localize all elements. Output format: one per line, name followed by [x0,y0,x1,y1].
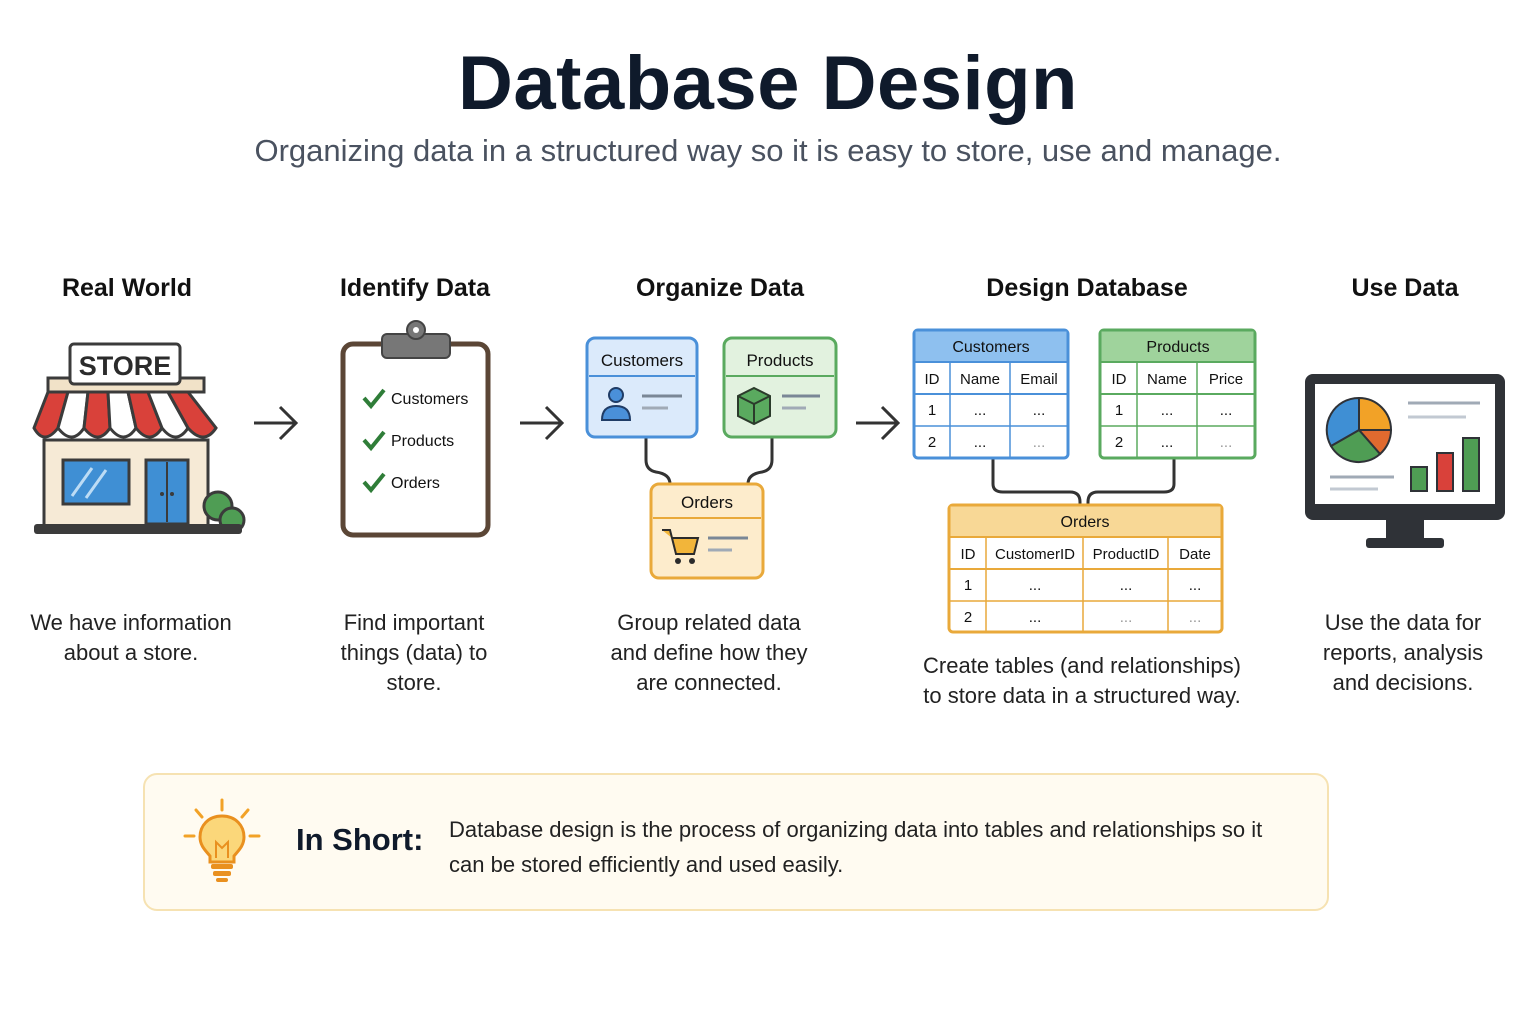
step-title-use-data: Use Data [1351,274,1459,302]
orders-table: Orders ID CustomerID ProductID Date 1 ..… [947,503,1224,634]
svg-text:...: ... [1120,577,1133,594]
svg-text:Orders: Orders [1061,514,1110,531]
customers-card-title: Customers [601,351,683,370]
svg-text:Date: Date [1179,546,1211,563]
svg-text:Products: Products [1146,339,1209,356]
svg-text:...: ... [974,402,987,419]
arrow-right-icon [254,405,299,441]
step-title-identify-data: Identify Data [339,274,491,302]
page-title: Database Design [458,41,1078,126]
svg-text:Name: Name [960,371,1000,388]
arrow-right-icon [856,405,901,441]
summary-text: Database design is the process of organi… [449,817,1263,877]
svg-text:Price: Price [1209,371,1243,388]
svg-text:2: 2 [1115,434,1123,451]
svg-text:...: ... [1029,577,1042,594]
database-tables: Customers ID Name Email 1 ... ... 2 ... … [912,328,1257,634]
svg-text:ProductID: ProductID [1093,546,1160,563]
customers-table: Customers ID Name Email 1 ... ... 2 ... … [912,328,1070,460]
svg-text:ID: ID [1112,371,1127,388]
bar-chart-icon [1410,437,1480,492]
checklist-item-customers: Customers [391,391,468,408]
clipboard-icon: Customers Products Orders [340,320,491,538]
svg-text:1: 1 [964,577,972,594]
svg-text:...: ... [1220,434,1233,451]
step-desc-use-data: Use the data for reports, analysis and d… [1322,610,1484,695]
step-desc-real-world: We have information about a store. [30,610,232,665]
svg-text:...: ... [1161,402,1174,419]
svg-text:CustomerID: CustomerID [995,546,1075,563]
pie-chart-icon [1325,396,1393,464]
step-title-real-world: Real World [61,274,193,302]
customers-card: Customers [585,336,699,439]
svg-text:...: ... [1189,577,1202,594]
step-title-design-database: Design Database [986,274,1188,302]
svg-text:Email: Email [1020,371,1058,388]
svg-text:1: 1 [928,402,936,419]
svg-text:...: ... [1029,609,1042,626]
orders-card-title: Orders [681,493,733,512]
arrow-right-icon [520,405,565,441]
organize-cards: Customers Products Orders [585,336,838,580]
svg-text:2: 2 [964,609,972,626]
summary-label: In Short: [296,822,424,857]
products-card-title: Products [746,351,813,370]
svg-text:...: ... [1120,609,1133,626]
svg-text:Name: Name [1147,371,1187,388]
svg-text:...: ... [974,434,987,451]
page-subtitle: Organizing data in a structured way so i… [254,133,1282,168]
checklist-item-orders: Orders [391,475,440,492]
step-desc-design-database: Create tables (and relationships) to sto… [923,653,1241,708]
svg-text:...: ... [1189,609,1202,626]
svg-text:ID: ID [925,371,940,388]
products-table: Products ID Name Price 1 ... ... 2 ... .… [1098,328,1257,460]
svg-text:...: ... [1220,402,1233,419]
store-sign-text: STORE [79,351,172,381]
svg-text:...: ... [1161,434,1174,451]
svg-text:2: 2 [928,434,936,451]
box-icon [737,386,771,426]
svg-text:...: ... [1033,434,1046,451]
lightbulb-icon [183,798,261,882]
step-desc-organize-data: Group related data and define how they a… [610,610,808,695]
cart-icon [662,529,700,564]
user-icon [600,387,632,421]
summary-box [143,773,1329,911]
svg-text:Customers: Customers [952,339,1029,356]
svg-text:1: 1 [1115,402,1123,419]
process-diagram: STORE Customers Products Orders Customer… [32,320,1505,634]
svg-text:...: ... [1033,402,1046,419]
store-icon: STORE [32,342,246,534]
step-desc-identify-data: Find important things (data) to store. [340,610,488,695]
orders-card: Orders [649,482,765,580]
svg-text:ID: ID [961,546,976,563]
monitor-icon [1305,374,1505,548]
checklist-item-products: Products [391,433,454,450]
step-title-organize-data: Organize Data [635,274,805,302]
products-card: Products [722,336,838,439]
